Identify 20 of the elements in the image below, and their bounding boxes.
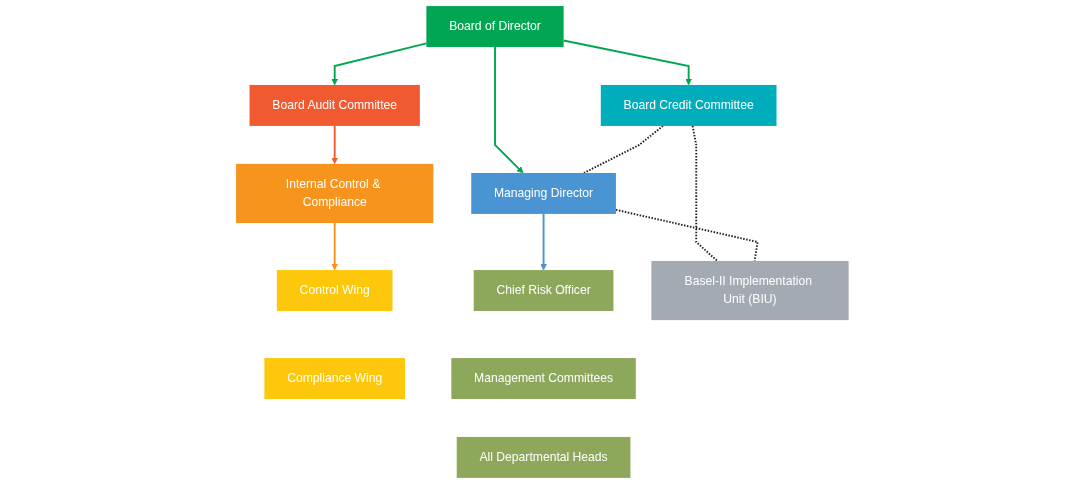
connector — [615, 208, 759, 262]
node-box: Control Wing — [277, 270, 393, 311]
node-box: Managing Director — [471, 172, 617, 214]
node-box: All Departmental Heads — [456, 436, 631, 478]
arrow — [331, 222, 339, 271]
node-box: Board Audit Committee — [249, 84, 420, 126]
arrow — [494, 46, 524, 174]
connector — [583, 125, 665, 174]
arrow — [331, 125, 339, 165]
node-box: Management Committees — [451, 358, 636, 399]
connector — [691, 125, 719, 262]
node-box: Board of Director — [426, 6, 564, 48]
node-box: Compliance Wing — [264, 358, 406, 399]
node-box: Chief Risk Officer — [473, 270, 614, 311]
arrow — [562, 39, 693, 86]
node-box: Basel-II Implementation Unit (BIU) — [651, 260, 849, 321]
node-box: Board Credit Committee — [600, 84, 777, 126]
arrow — [540, 212, 548, 271]
node-box: Internal Control & Compliance — [236, 163, 434, 224]
arrow — [331, 42, 428, 86]
